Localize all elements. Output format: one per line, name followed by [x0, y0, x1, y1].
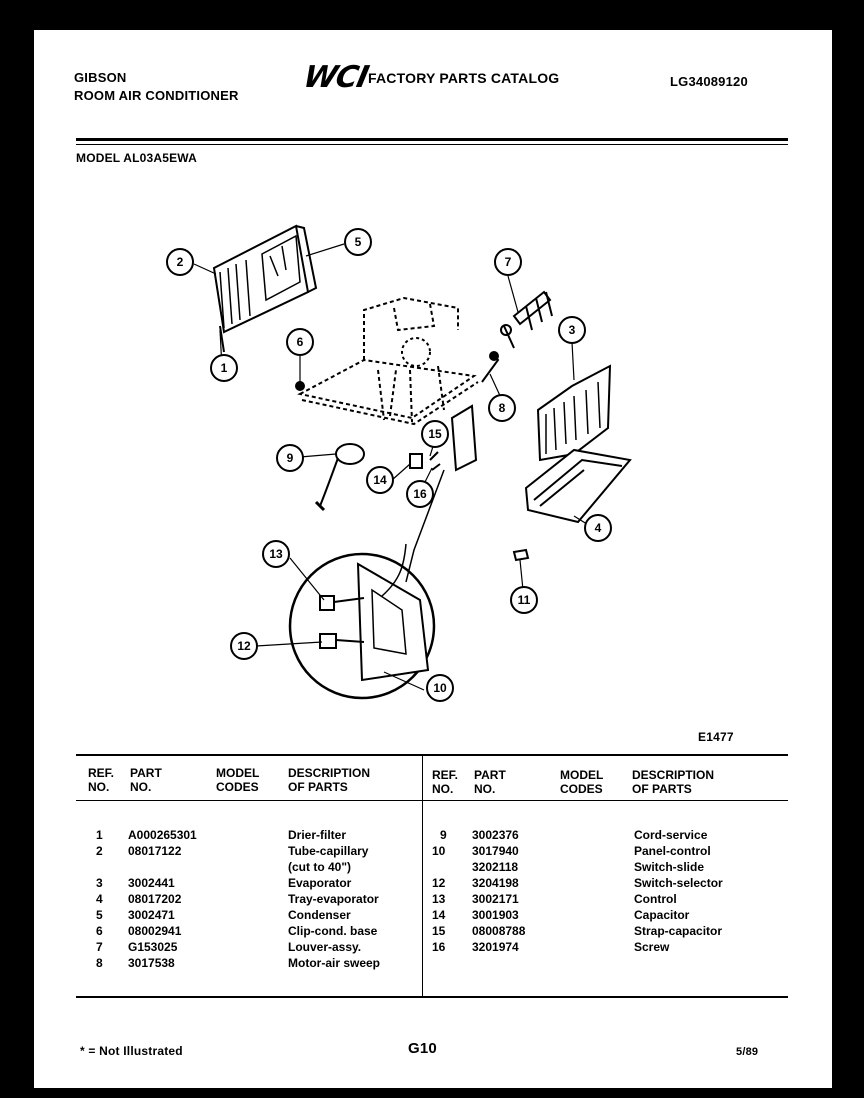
table-divider	[422, 756, 423, 996]
switch-slide	[512, 548, 530, 562]
callout-9: 9	[276, 444, 304, 472]
callout-2: 2	[166, 248, 194, 276]
svg-text:9: 9	[287, 451, 294, 465]
model-number: MODEL AL03A5EWA	[76, 151, 198, 165]
callout-16: 16	[406, 480, 434, 508]
svg-text:7: 7	[505, 255, 512, 269]
control-bracket	[450, 404, 478, 472]
figure-id: E1477	[698, 730, 734, 744]
evaporator-tray	[524, 448, 632, 524]
header-rule-thin	[76, 144, 788, 145]
condenser-coil	[212, 224, 318, 334]
callout-4: 4	[584, 514, 612, 542]
page-number: G10	[408, 1040, 437, 1057]
svg-text:5: 5	[355, 235, 362, 249]
svg-text:8: 8	[499, 401, 506, 415]
catalog-page: GIBSON ROOM AIR CONDITIONER WCI FACTORY …	[34, 30, 832, 1088]
callout-14: 14	[366, 466, 394, 494]
callout-1: 1	[210, 354, 238, 382]
callout-7: 7	[494, 248, 522, 276]
not-illustrated-note: * = Not Illustrated	[80, 1044, 183, 1058]
svg-text:3: 3	[569, 323, 576, 337]
evaporator-coil	[536, 364, 612, 462]
brand-name: GIBSON	[74, 70, 127, 85]
svg-text:14: 14	[373, 473, 387, 487]
drier-filter	[219, 325, 225, 353]
exploded-parts-diagram: 1 2 3 4 5 6 7 8 9 10 11 12 13 14 15 16	[166, 224, 632, 702]
document-number: LG34089120	[670, 74, 748, 89]
svg-text:15: 15	[428, 427, 442, 441]
svg-text:11: 11	[518, 593, 531, 607]
inset-detail	[288, 543, 436, 700]
callouts: 1 2 3 4 5 6 7 8 9 10 11 12 13 14 15 16	[166, 228, 612, 702]
callout-13: 13	[262, 540, 290, 568]
table-bottom-rule	[76, 996, 788, 998]
table-top-rule	[76, 754, 788, 756]
svg-text:10: 10	[433, 681, 447, 695]
callout-3: 3	[558, 316, 586, 344]
svg-text:1: 1	[221, 361, 228, 375]
header-rule	[76, 138, 788, 141]
svg-text:12: 12	[237, 639, 251, 653]
air-sweep-motor	[481, 351, 500, 383]
callout-10: 10	[426, 674, 454, 702]
callout-8: 8	[488, 394, 516, 422]
callout-11: 11	[510, 586, 538, 614]
header-ref-right: REF.NO.	[432, 768, 459, 796]
header-ref-left: REF.NO.	[88, 766, 115, 794]
clip-cond-base	[295, 381, 305, 391]
service-cord	[314, 443, 365, 512]
capacitor-strap	[429, 451, 441, 471]
callout-12: 12	[230, 632, 258, 660]
svg-text:16: 16	[413, 487, 427, 501]
callout-15: 15	[421, 420, 449, 448]
svg-text:13: 13	[269, 547, 283, 561]
catalog-title: FACTORY PARTS CATALOG	[368, 70, 560, 86]
svg-text:4: 4	[595, 521, 602, 535]
svg-text:2: 2	[177, 255, 184, 269]
svg-text:6: 6	[297, 335, 304, 349]
louver-assembly	[500, 290, 553, 349]
callout-6: 6	[286, 328, 314, 356]
callout-5: 5	[344, 228, 372, 256]
capacitor	[409, 453, 423, 469]
revision-date: 5/89	[736, 1046, 759, 1058]
product-name: ROOM AIR CONDITIONER	[74, 88, 239, 103]
base-pan	[297, 296, 479, 426]
table-header-rule	[76, 800, 788, 801]
